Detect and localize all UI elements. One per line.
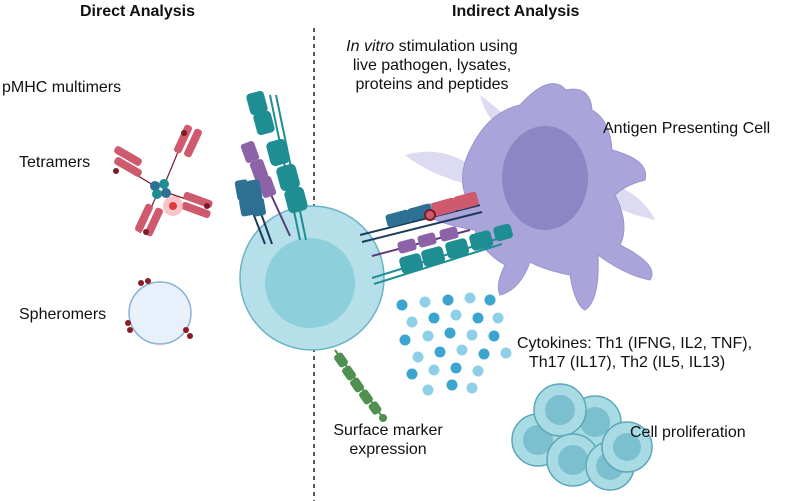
cytokine-dot: [399, 334, 411, 346]
cytokine-dot: [456, 344, 468, 356]
cytokine-dot: [419, 296, 431, 308]
label-cytokines-line1: Cytokines: Th1 (IFNG, IL2, TNF),: [517, 335, 753, 352]
cytokine-dots: [396, 292, 512, 396]
cytokine-dot: [464, 292, 476, 304]
cytokine-dot: [484, 294, 496, 306]
cytokine-dot: [500, 347, 512, 359]
label-stimulation-rest: stimulation using: [394, 38, 518, 55]
tetramer-icon: [113, 124, 213, 237]
cytokine-dot: [412, 351, 424, 363]
cytokine-dot: [466, 382, 478, 394]
cytokine-dot: [406, 316, 418, 328]
header-indirect-analysis: Indirect Analysis: [452, 3, 580, 20]
cytokine-dot: [478, 348, 490, 360]
label-cell-proliferation: Cell proliferation: [630, 424, 746, 441]
cytokine-dot: [446, 379, 458, 391]
cytokine-dot: [406, 368, 418, 380]
tcr-receptors-top: [234, 90, 308, 245]
label-antigen-presenting-cell: Antigen Presenting Cell: [603, 120, 771, 137]
label-surface-line2: expression: [349, 441, 427, 458]
cytokine-dot: [472, 312, 484, 324]
cytokine-dot: [488, 330, 500, 342]
cytokine-dot: [428, 312, 440, 324]
immune-synapse-receptors: [359, 191, 513, 285]
label-surface-line1: Surface marker: [333, 422, 443, 439]
cytokine-dot: [492, 312, 504, 324]
cytokine-dot: [450, 362, 462, 374]
cytokine-dot: [422, 330, 434, 342]
t-cell: [239, 205, 385, 351]
label-stimulation-line2: live pathogen, lysates,: [352, 57, 512, 74]
label-stimulation-line3: proteins and peptides: [355, 76, 509, 93]
cytokine-dot: [396, 299, 408, 311]
cytokine-dot: [444, 327, 456, 339]
label-pmhc-multimers: pMHC multimers: [2, 79, 122, 96]
label-tetramers: Tetramers: [19, 154, 91, 171]
surface-marker: [334, 349, 387, 422]
label-cytokines: Cytokines: Th1 (IFNG, IL2, TNF), Th17 (I…: [517, 334, 752, 372]
label-spheromers: Spheromers: [19, 306, 107, 323]
label-in-vitro-italic: In vitro: [346, 38, 395, 55]
apc-nucleus: [502, 126, 588, 230]
cytokine-dot: [442, 294, 454, 306]
label-in-vitro-stimulation: In vitro stimulation using live pathogen…: [322, 37, 542, 94]
header-direct-analysis: Direct Analysis: [80, 3, 196, 20]
cytokine-dot: [450, 309, 462, 321]
spheromer-icon: [125, 278, 193, 345]
proliferating-cells: [511, 383, 653, 491]
cytokine-dot: [472, 365, 484, 377]
apc-cell: [405, 83, 655, 311]
label-cytokines-line2: Th17 (IL17), Th2 (IL5, IL13): [529, 354, 726, 371]
cytokine-dot: [428, 364, 440, 376]
label-surface-marker-expression: Surface marker expression: [318, 421, 458, 459]
cytokine-dot: [422, 384, 434, 396]
cytokine-dot: [434, 346, 446, 358]
cytokine-dot: [466, 329, 478, 341]
